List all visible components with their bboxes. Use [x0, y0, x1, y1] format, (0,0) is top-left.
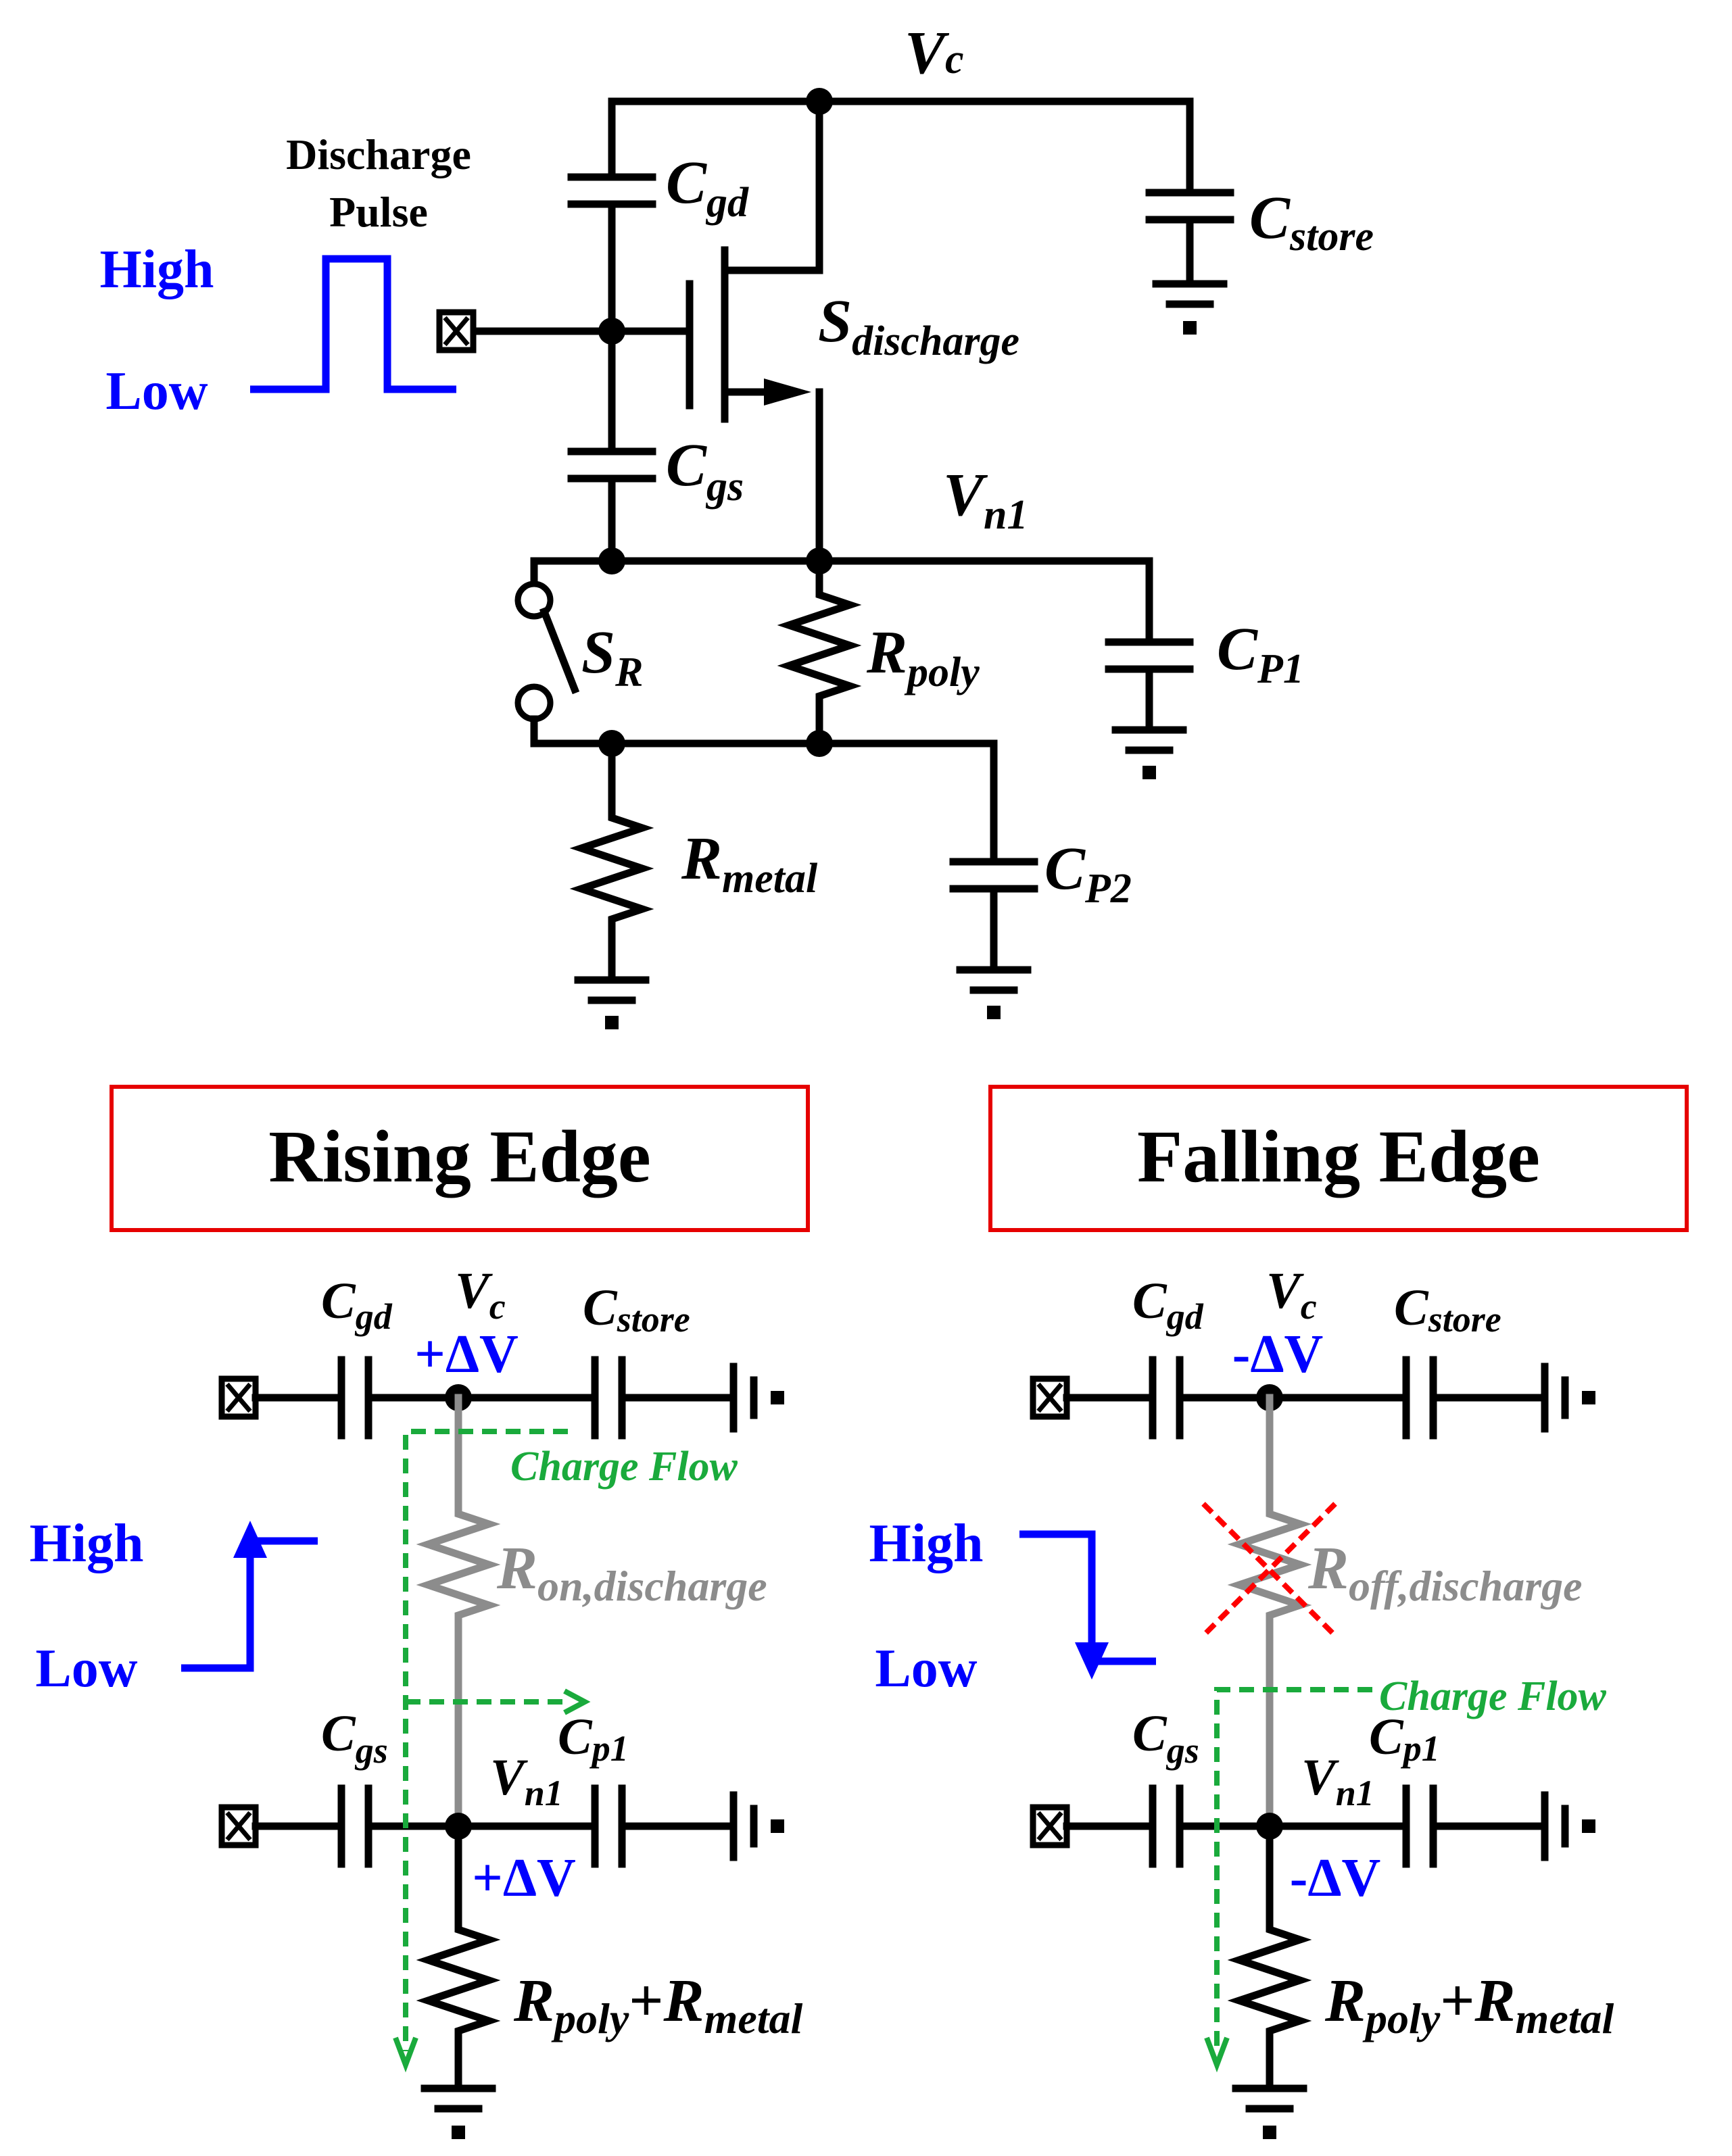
falling-dv-bot: -ΔV — [1290, 1848, 1381, 1908]
top-low-label: Low — [105, 362, 208, 421]
discharge-pulse-label-line2: Pulse — [329, 188, 428, 236]
falling-edge-title-box — [988, 1085, 1689, 1232]
sdischarge-label: S — [818, 288, 852, 355]
rising-cstore-label: C — [583, 1279, 618, 1336]
cp1-label: C — [1217, 616, 1258, 683]
rising-edge-title: Rising Edge — [268, 1115, 650, 1198]
svg-text:Vc: Vc — [905, 20, 964, 87]
rmetal-label: R — [681, 825, 722, 892]
falling-edge-title: Falling Edge — [1137, 1115, 1540, 1198]
svg-text:CP2: CP2 — [1044, 835, 1132, 912]
svg-text:Cgd: Cgd — [666, 149, 749, 226]
rising-dv-top: +ΔV — [414, 1325, 519, 1384]
rising-vn1-label: V — [490, 1749, 528, 1806]
svg-text:Cgd: Cgd — [1132, 1273, 1204, 1337]
svg-text:Sdischarge: Sdischarge — [818, 288, 1019, 364]
svg-text:Cgs: Cgs — [666, 432, 744, 510]
rising-low-label: Low — [35, 1639, 137, 1698]
svg-text:CP1: CP1 — [1217, 616, 1304, 692]
svg-text:Cstore: Cstore — [1394, 1279, 1501, 1340]
rising-rsum-label: R — [513, 1967, 554, 2034]
svg-text:Cstore: Cstore — [583, 1279, 690, 1340]
top-high-label: High — [100, 240, 214, 299]
vc-label: V — [905, 20, 950, 87]
svg-text:Vn1: Vn1 — [490, 1749, 563, 1813]
falling-cgs-label: C — [1132, 1705, 1168, 1762]
rising-cp1-label: C — [558, 1709, 593, 1765]
falling-low-label: Low — [875, 1639, 977, 1698]
svg-text:Rpoly+Rmetal: Rpoly+Rmetal — [1324, 1967, 1614, 2042]
svg-text:Vc: Vc — [1266, 1263, 1317, 1327]
falling-cstore-label: C — [1394, 1279, 1429, 1336]
falling-vn1-label: V — [1301, 1749, 1339, 1806]
rising-charge-flow-label: Charge Flow — [510, 1444, 738, 1490]
vn1-label: V — [943, 462, 988, 529]
falling-cp1-label: C — [1369, 1709, 1404, 1765]
top-labels: Vc Cgd Cstore Sdischarge Cgs Vn1 SR Rpol… — [100, 20, 1374, 912]
cp2-label: C — [1044, 835, 1086, 902]
sr-label: S — [581, 619, 615, 686]
rising-cgd-label: C — [321, 1273, 356, 1329]
falling-rsum-label: R — [1324, 1967, 1366, 2034]
svg-text:Cgs: Cgs — [1132, 1705, 1199, 1771]
svg-text:Vc: Vc — [455, 1263, 506, 1327]
rising-vc-label: V — [455, 1263, 493, 1319]
rising-ron-label: R — [496, 1535, 537, 1602]
svg-text:Vn1: Vn1 — [1301, 1749, 1374, 1813]
falling-charge-flow-label: Charge Flow — [1379, 1673, 1607, 1719]
svg-text:Rmetal: Rmetal — [681, 825, 818, 902]
svg-text:SR: SR — [581, 619, 643, 695]
discharge-pulse-label-line1: Discharge — [286, 130, 471, 178]
svg-text:Cgd: Cgd — [321, 1273, 393, 1337]
rising-cgs-label: C — [321, 1705, 356, 1762]
svg-text:Roff,discharge: Roff,discharge — [1307, 1535, 1583, 1610]
svg-text:Cp1: Cp1 — [1369, 1709, 1440, 1769]
svg-text:Rpoly: Rpoly — [866, 619, 980, 695]
svg-text:Cp1: Cp1 — [558, 1709, 629, 1769]
svg-text:Rpoly+Rmetal: Rpoly+Rmetal — [513, 1967, 803, 2042]
svg-text:Vn1: Vn1 — [943, 462, 1028, 538]
top-schematic — [250, 88, 1234, 1029]
rising-edge-panel: Rising Edge High Low Cgd Vc +ΔV Cstore C… — [30, 1085, 810, 2139]
falling-dv-top: -ΔV — [1232, 1325, 1324, 1384]
rising-edge-title-box — [110, 1085, 810, 1232]
falling-vc-label: V — [1266, 1263, 1304, 1319]
cstore-label: C — [1249, 185, 1291, 251]
rising-dv-bot: +ΔV — [472, 1848, 576, 1908]
rising-high-label: High — [30, 1514, 144, 1573]
falling-high-label: High — [869, 1514, 984, 1573]
svg-text:Cstore: Cstore — [1249, 185, 1374, 260]
cgd-label: C — [666, 149, 707, 216]
rpoly-label: R — [866, 619, 907, 686]
falling-edge-panel: Falling Edge High Low Cgd Vc -ΔV Cstore … — [869, 1085, 1689, 2139]
cgs-label: C — [666, 432, 707, 499]
falling-roff-label: R — [1307, 1535, 1349, 1602]
falling-cgd-label: C — [1132, 1273, 1168, 1329]
svg-text:Cgs: Cgs — [321, 1705, 388, 1771]
svg-text:Ron,discharge: Ron,discharge — [496, 1535, 767, 1610]
